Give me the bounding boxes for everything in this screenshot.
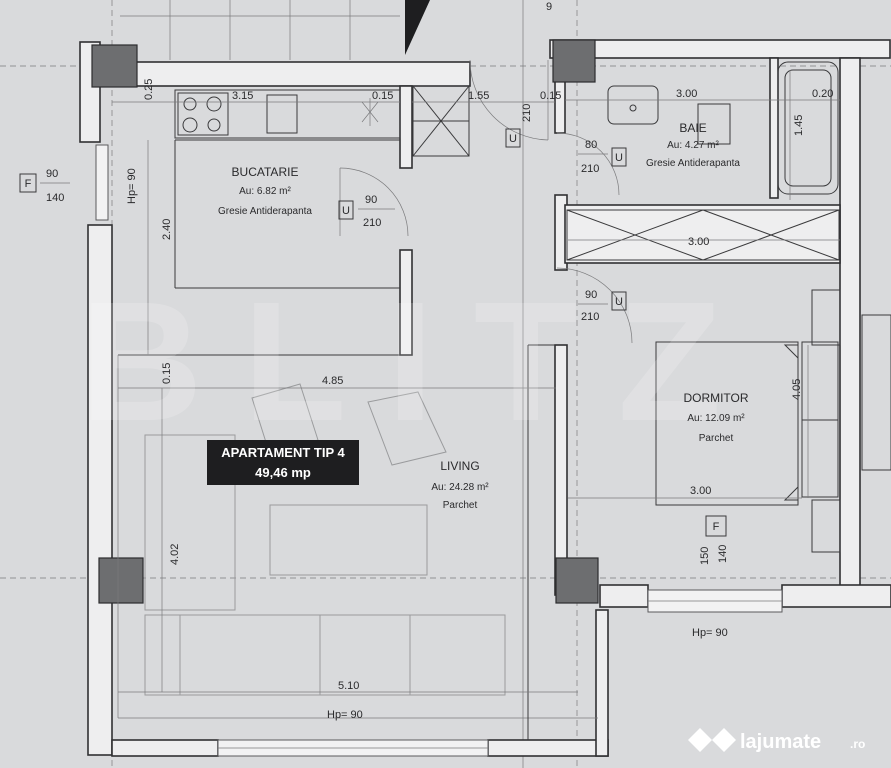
room-finish: Parchet bbox=[443, 500, 478, 511]
hp-kitchen: Hp= 90 bbox=[126, 168, 138, 204]
room-area: Au: 12.09 m² bbox=[687, 413, 745, 424]
room-finish: Gresie Antiderapanta bbox=[646, 158, 740, 169]
dim-210-a: 210 bbox=[521, 104, 533, 122]
dim-240: 2.40 bbox=[161, 219, 173, 240]
window-width: 90 bbox=[46, 168, 58, 180]
living-furniture bbox=[144, 383, 506, 696]
dimension-lines bbox=[112, 70, 840, 693]
logo-tld: .ro bbox=[850, 737, 865, 751]
room-kitchen: BUCATARIE Au: 6.82 m² Gresie Antiderapan… bbox=[218, 165, 312, 217]
walls bbox=[79, 39, 891, 757]
door-width: 90 bbox=[585, 289, 597, 301]
room-name: DORMITOR bbox=[683, 391, 748, 405]
door-entry: U bbox=[505, 128, 521, 148]
door-bedroom: U 90 210 bbox=[578, 289, 627, 323]
dim-485: 4.85 bbox=[322, 375, 343, 387]
dim-300-b: 3.00 bbox=[690, 485, 711, 497]
dim-402: 4.02 bbox=[169, 544, 181, 565]
window-bedroom: F 150 140 bbox=[699, 515, 729, 565]
dim-405: 4.05 bbox=[791, 379, 803, 400]
room-living: LIVING Au: 24.28 m² Parchet bbox=[431, 459, 489, 511]
window-height: 140 bbox=[46, 192, 64, 204]
door-tag: U bbox=[615, 152, 623, 164]
room-area: Au: 6.82 m² bbox=[239, 186, 291, 197]
window-kitchen: F 90 140 bbox=[19, 168, 70, 204]
door-width: 90 bbox=[365, 194, 377, 206]
columns bbox=[91, 39, 599, 604]
dim-015-a: 0.15 bbox=[372, 90, 393, 102]
apartment-label: APARTAMENT TIP 4 bbox=[221, 445, 345, 460]
door-height: 210 bbox=[363, 217, 381, 229]
door-width: 80 bbox=[585, 139, 597, 151]
door-swings bbox=[339, 59, 633, 344]
apartment-area: 49,46 mp bbox=[255, 465, 311, 480]
bedroom-furniture bbox=[655, 289, 891, 553]
shafts bbox=[412, 85, 840, 261]
window-width: 150 bbox=[699, 547, 711, 565]
dim-020: 0.20 bbox=[812, 88, 833, 100]
logo-brand: lajumate bbox=[740, 731, 821, 753]
apartment-badge: APARTAMENT TIP 4 49,46 mp bbox=[207, 440, 359, 485]
bathroom-fixtures bbox=[607, 61, 839, 195]
dim-300-a: 3.00 bbox=[676, 88, 697, 100]
dim-145: 1.45 bbox=[793, 115, 805, 136]
dim-025: 0.25 bbox=[143, 79, 155, 100]
dim-9: 9 bbox=[546, 1, 552, 13]
hp-living: Hp= 90 bbox=[327, 709, 363, 721]
partitions bbox=[117, 139, 598, 740]
dim-315: 3.15 bbox=[232, 90, 253, 102]
window-tag: F bbox=[713, 521, 720, 533]
door-tag: U bbox=[509, 133, 517, 145]
door-height: 210 bbox=[581, 311, 599, 323]
window-tag: F bbox=[25, 178, 32, 190]
hp-bedroom: Hp= 90 bbox=[692, 627, 728, 639]
dimension-labels: 3.15 0.15 0.15 0.25 1.55 210 3.00 0.20 1… bbox=[126, 1, 833, 721]
dim-015-b: 0.15 bbox=[540, 90, 561, 102]
room-finish: Gresie Antiderapanta bbox=[218, 206, 312, 217]
door-height: 210 bbox=[581, 163, 599, 175]
site-logo: lajumate .ro bbox=[688, 728, 865, 753]
room-name: LIVING bbox=[440, 459, 479, 473]
dim-300-c: 3.00 bbox=[688, 236, 709, 248]
room-area: Au: 24.28 m² bbox=[431, 482, 489, 493]
room-finish: Parchet bbox=[699, 433, 734, 444]
door-bath: U 80 210 bbox=[578, 139, 627, 175]
door-tag: U bbox=[615, 296, 623, 308]
kitchen-counter bbox=[174, 89, 401, 139]
dim-015-c: 0.15 bbox=[161, 363, 173, 384]
logo-icon bbox=[688, 728, 736, 752]
room-name: BUCATARIE bbox=[232, 165, 299, 179]
door-tag: U bbox=[342, 205, 350, 217]
watermark: BLITZ bbox=[80, 267, 762, 457]
window-height: 140 bbox=[717, 545, 729, 563]
room-bath: BAIE Au: 4.27 m² Gresie Antiderapanta bbox=[646, 121, 740, 169]
door-kitchen: U 90 210 bbox=[338, 194, 395, 229]
room-area: Au: 4.27 m² bbox=[667, 140, 719, 151]
room-bedroom: DORMITOR Au: 12.09 m² Parchet bbox=[683, 391, 748, 444]
room-name: BAIE bbox=[679, 121, 706, 135]
stair-arrow bbox=[405, 0, 430, 55]
dim-155: 1.55 bbox=[468, 90, 489, 102]
dim-510: 5.10 bbox=[338, 680, 359, 692]
windows bbox=[95, 144, 783, 757]
